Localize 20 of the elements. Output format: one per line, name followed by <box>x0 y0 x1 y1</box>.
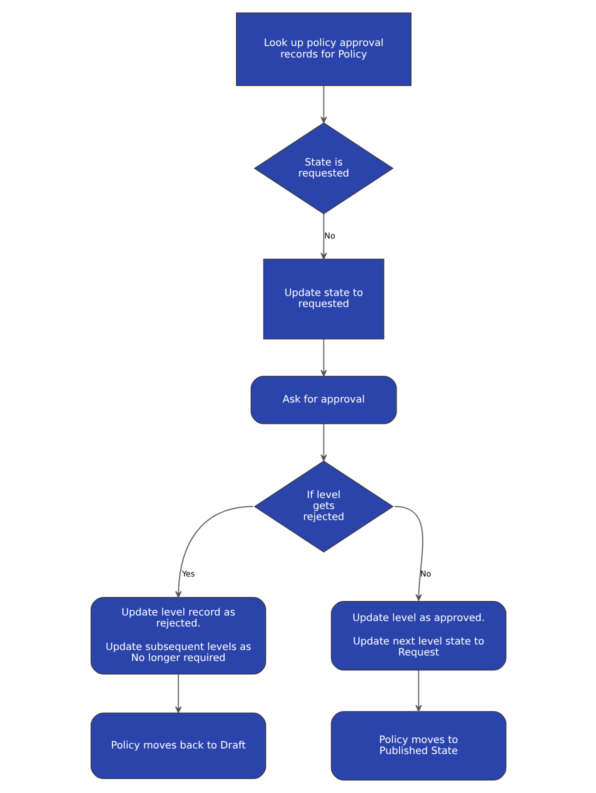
arrow <box>414 670 422 712</box>
edge-label: Yes <box>181 570 194 579</box>
arrow <box>174 506 253 598</box>
edge-label: No <box>420 570 431 579</box>
edge-label: No <box>324 231 335 240</box>
node-box: Ask for approval <box>250 376 396 424</box>
node-box: Update level as approved. Update next level state to Request <box>330 601 506 670</box>
node-box: Policy moves back to Draft <box>90 712 266 780</box>
node-diamond: If level gets rejected <box>253 460 394 552</box>
arrow <box>320 86 326 124</box>
arrow <box>320 214 326 260</box>
node-box: Update state to requested <box>262 258 384 340</box>
arrow <box>394 506 423 601</box>
arrow <box>174 674 182 714</box>
node-box: Update level record as rejected. Update subsequent levels as No longer required <box>90 597 266 675</box>
node-box: Policy moves to Published State <box>330 711 506 781</box>
node-box: Look up policy approval records for Policy <box>236 12 411 86</box>
arrow <box>320 339 326 377</box>
node-diamond: State is requested <box>253 122 394 214</box>
arrow <box>320 424 326 462</box>
